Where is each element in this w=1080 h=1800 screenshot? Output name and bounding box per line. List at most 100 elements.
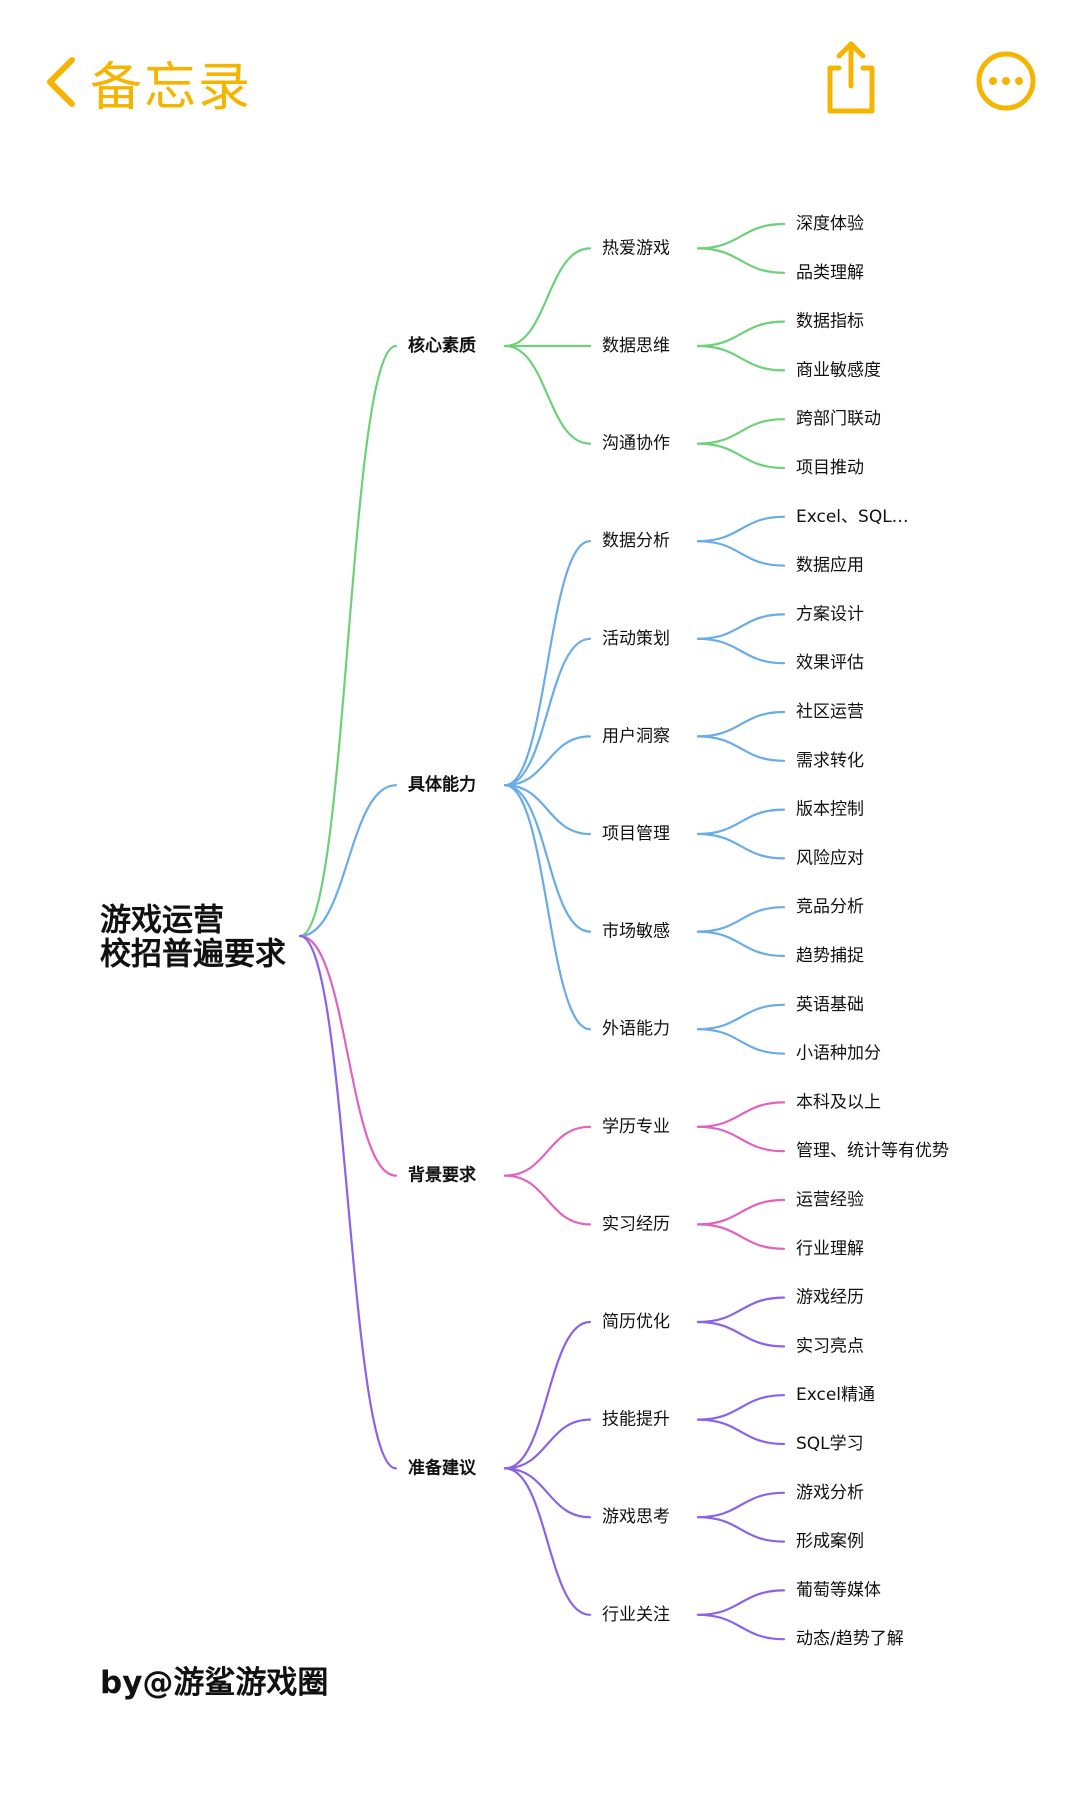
connector-sub-1-2: [503, 735, 592, 787]
share-icon[interactable]: [820, 38, 882, 118]
sub-node-1-0: 数据分析: [602, 531, 670, 551]
connector-leaf-0-1-1: [696, 344, 786, 372]
sub-node-1-2: 用户洞察: [602, 726, 670, 746]
connector-sub-3-1: [503, 1418, 592, 1470]
connector-branch-2: [298, 934, 398, 1177]
connector-leaf-0-0-0: [696, 222, 786, 250]
connector-leaf-3-1-1: [696, 1418, 786, 1446]
back-label: 备忘录: [90, 57, 253, 118]
connector-leaf-0-2-0: [696, 418, 786, 445]
sub-node-1-3: 项目管理: [602, 824, 670, 844]
connector-branch-0: [298, 344, 398, 938]
leaf-node-1-0-1: 数据应用: [796, 556, 864, 576]
leaf-node-1-2-0: 社区运营: [796, 702, 864, 722]
connector-leaf-3-3-0: [696, 1589, 786, 1616]
leaf-node-3-1-1: SQL学习: [796, 1434, 864, 1454]
leaf-node-0-0-0: 深度体验: [796, 214, 864, 234]
connector-leaf-0-1-0: [696, 320, 786, 348]
sub-node-2-0: 学历专业: [602, 1117, 670, 1137]
connector-branch-1: [298, 784, 398, 938]
leaf-node-1-5-1: 小语种加分: [796, 1044, 881, 1064]
leaf-node-1-1-0: 方案设计: [796, 604, 864, 624]
connector-leaf-3-1-0: [696, 1394, 786, 1421]
leaf-node-1-4-0: 竞品分析: [796, 897, 864, 917]
leaf-node-0-1-0: 数据指标: [796, 312, 864, 332]
leaf-node-3-0-0: 游戏经历: [796, 1288, 864, 1308]
branch-node-3: 准备建议: [408, 1457, 477, 1478]
connector-leaf-1-2-1: [696, 735, 786, 762]
leaf-node-3-1-0: Excel精通: [796, 1385, 875, 1405]
connector-leaf-2-0-1: [696, 1125, 786, 1153]
chevron-left-icon: [47, 57, 75, 107]
connector-leaf-1-0-0: [696, 515, 786, 543]
connector-leaf-3-2-0: [696, 1491, 786, 1519]
leaf-node-1-3-0: 版本控制: [796, 800, 864, 820]
branch-node-0: 核心素质: [408, 335, 476, 356]
sub-node-3-2: 游戏思考: [602, 1507, 670, 1527]
connector-leaf-2-1-0: [696, 1198, 786, 1226]
sub-node-3-1: 技能提升: [602, 1410, 670, 1430]
nav-bar: 备忘录: [0, 0, 1080, 170]
connector-sub-1-4: [503, 784, 592, 933]
author-credit: by@游鲨游戏圈: [100, 1665, 329, 1701]
leaf-node-2-0-0: 本科及以上: [796, 1092, 881, 1112]
connector-leaf-1-4-1: [696, 930, 786, 958]
branch-node-1: 具体能力: [407, 774, 476, 795]
connector-leaf-1-1-0: [696, 613, 786, 640]
connector-leaf-1-3-1: [696, 832, 786, 860]
leaf-node-1-1-1: 效果评估: [796, 653, 864, 673]
sub-node-1-5: 外语能力: [602, 1019, 670, 1039]
leaf-node-0-2-1: 项目推动: [796, 458, 864, 478]
connector-leaf-1-5-1: [696, 1028, 786, 1055]
leaf-node-2-0-1: 管理、统计等有优势: [796, 1141, 949, 1161]
leaf-node-2-1-1: 行业理解: [796, 1239, 864, 1259]
connector-leaf-1-0-1: [696, 540, 786, 567]
connector-sub-0-2: [503, 344, 592, 445]
back-button[interactable]: 备忘录: [40, 52, 252, 118]
connector-leaf-3-0-0: [696, 1296, 786, 1324]
connector-sub-1-3: [503, 784, 592, 836]
leaf-node-1-2-1: 需求转化: [796, 751, 864, 771]
connector-sub-0-0: [503, 247, 592, 348]
mind-map: 游戏运营校招普遍要求热爱游戏深度体验品类理解数据思维数据指标商业敏感度沟通协作跨…: [100, 214, 949, 1649]
more-ellipsis-icon[interactable]: [975, 50, 1037, 112]
leaf-node-1-3-1: 风险应对: [796, 848, 864, 868]
leaf-node-3-2-0: 游戏分析: [796, 1483, 864, 1503]
connector-sub-3-0: [503, 1320, 592, 1470]
leaf-node-1-0-0: Excel、SQL…: [796, 507, 909, 527]
leaf-node-2-1-0: 运营经验: [796, 1190, 864, 1210]
connector-leaf-2-0-0: [696, 1101, 786, 1128]
connector-sub-1-1: [503, 637, 592, 787]
connector-sub-3-2: [503, 1467, 592, 1519]
connector-sub-3-3: [503, 1467, 592, 1616]
connector-leaf-0-2-1: [696, 442, 786, 470]
sub-node-2-1: 实习经历: [602, 1214, 670, 1234]
connector-leaf-3-2-1: [696, 1516, 786, 1543]
leaf-node-1-5-0: 英语基础: [796, 995, 864, 1015]
root-title-line-1: 游戏运营: [100, 903, 224, 939]
connector-leaf-1-4-0: [696, 906, 786, 933]
sub-node-0-1: 数据思维: [602, 336, 670, 356]
connector-leaf-1-3-0: [696, 808, 786, 836]
connector-sub-2-1: [503, 1174, 592, 1226]
connector-leaf-1-1-1: [696, 637, 786, 665]
sub-node-1-4: 市场敏感: [602, 922, 670, 942]
sub-node-3-3: 行业关注: [602, 1605, 670, 1625]
sub-node-1-1: 活动策划: [602, 629, 670, 649]
connector-leaf-0-0-1: [696, 247, 786, 274]
connector-leaf-3-3-1: [696, 1613, 786, 1641]
leaf-node-3-0-1: 实习亮点: [796, 1336, 864, 1356]
branch-node-2: 背景要求: [408, 1165, 476, 1186]
leaf-node-0-0-1: 品类理解: [796, 263, 864, 283]
leaf-node-1-4-1: 趋势捕捉: [796, 946, 864, 966]
leaf-node-3-3-1: 动态/趋势了解: [796, 1629, 904, 1649]
connector-leaf-1-5-0: [696, 1003, 786, 1031]
connector-leaf-2-1-1: [696, 1223, 786, 1250]
sub-node-0-0: 热爱游戏: [602, 238, 670, 258]
sub-node-0-2: 沟通协作: [602, 434, 670, 454]
connector-sub-1-5: [503, 784, 592, 1031]
leaf-node-0-1-1: 商业敏感度: [796, 360, 881, 380]
root-title-line-2: 校招普遍要求: [100, 937, 286, 973]
sub-node-3-0: 简历优化: [602, 1312, 670, 1332]
leaf-node-3-3-0: 葡萄等媒体: [796, 1580, 881, 1600]
